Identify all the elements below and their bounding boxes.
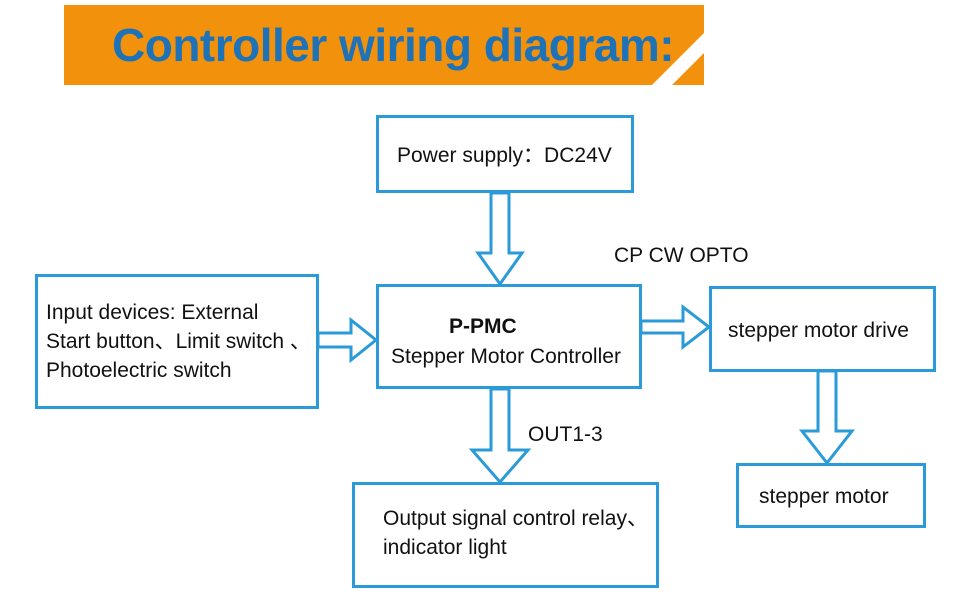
edge-label-out1-3: OUT1-3 [528, 423, 603, 446]
stepper-motor-label: stepper motor [759, 485, 889, 508]
banner-shape [64, 5, 704, 85]
controller-subtitle: Stepper Motor Controller [391, 345, 621, 368]
node-controller: P-PMC Stepper Motor Controller [376, 284, 642, 389]
stepper-motor-drive-label: stepper motor drive [728, 319, 909, 342]
input-devices-line1: Input devices: External [46, 301, 259, 324]
controller-name: P-PMC [449, 315, 517, 338]
output-line1: Output signal control relay、 [383, 507, 648, 530]
input-devices-line3: Photoelectric switch [46, 359, 232, 382]
arrow-controller-to-output [468, 387, 532, 485]
node-input-devices: Input devices: External Start button、Lim… [35, 274, 319, 409]
diagram-title: Controller wiring diagram: [112, 19, 675, 71]
node-stepper-motor-drive: stepper motor drive [709, 286, 936, 372]
arrow-controller-to-drive [639, 303, 712, 351]
input-devices-line2: Start button、Limit switch 、 [46, 330, 311, 353]
title-banner: Controller wiring diagram: [64, 5, 704, 85]
arrow-power-to-controller [475, 191, 525, 287]
node-power-supply: Power supply：DC24V [376, 115, 634, 193]
arrow-drive-to-motor [798, 369, 856, 466]
arrow-input-to-controller [316, 316, 379, 364]
edge-label-cp-cw-opto: CP CW OPTO [614, 244, 749, 267]
output-line2: indicator light [383, 536, 507, 559]
power-supply-label: Power supply：DC24V [397, 144, 612, 167]
node-stepper-motor: stepper motor [736, 463, 926, 528]
node-output: Output signal control relay、 indicator l… [352, 482, 659, 588]
